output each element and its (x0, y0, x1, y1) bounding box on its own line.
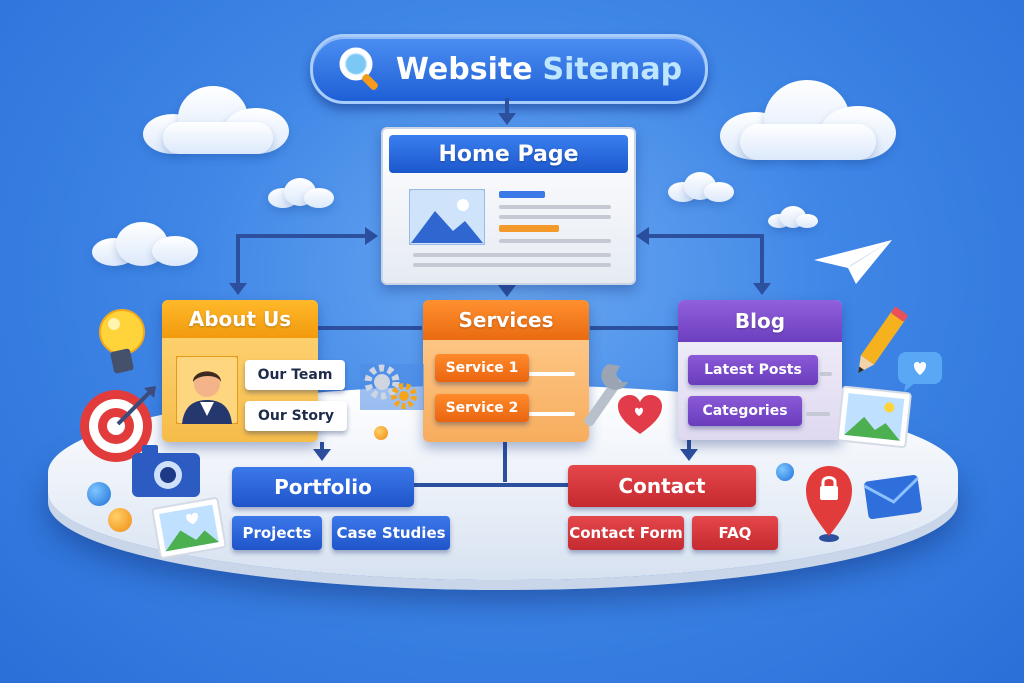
cloud-icon (92, 222, 198, 266)
about-us-header: About Us (162, 300, 318, 338)
text-line (820, 372, 832, 376)
magnifier-icon (339, 47, 378, 90)
about-us-label: About Us (188, 307, 292, 331)
arrow-head (365, 227, 378, 245)
arrow-head (680, 449, 698, 461)
cloud-icon (668, 172, 734, 202)
title-text-website: Website (395, 51, 533, 87)
about-us-card[interactable]: About Us (162, 300, 318, 442)
home-page-header: Home Page (389, 135, 628, 173)
connector-row (316, 326, 422, 330)
text-line (806, 412, 830, 416)
services-header: Services (423, 300, 589, 340)
gears-icon (360, 364, 424, 410)
arrow-head (498, 285, 516, 297)
orange-ball (374, 426, 388, 440)
contact-header[interactable]: Contact (568, 465, 756, 507)
arrow-head (753, 283, 771, 295)
text-line (523, 372, 575, 376)
paper-plane-icon (814, 240, 892, 284)
portfolio-header[interactable]: Portfolio (232, 467, 414, 507)
lightbulb-icon (99, 309, 145, 374)
arrow-head (498, 113, 516, 125)
photo-icon (151, 497, 227, 559)
case-studies-button[interactable]: Case Studies (332, 516, 450, 550)
service-1-button[interactable]: Service 1 (435, 354, 529, 382)
text-line (413, 253, 611, 257)
blog-label: Blog (734, 309, 786, 333)
cloud-icon (143, 86, 293, 156)
cloud-icon (268, 178, 334, 208)
service-2-button[interactable]: Service 2 (435, 394, 529, 422)
faq-button[interactable]: FAQ (692, 516, 778, 550)
cloud-icon (720, 80, 896, 162)
blue-ball (776, 463, 794, 481)
envelope-icon (863, 474, 922, 520)
cloud-icon (768, 206, 818, 228)
text-line (413, 263, 611, 267)
text-line (499, 215, 611, 219)
chat-heart-icon (898, 352, 942, 392)
heart-icon (618, 395, 662, 434)
title-pill: Website Sitemap (310, 34, 708, 104)
connector-blog-home (648, 234, 764, 238)
text-line (523, 412, 575, 416)
portfolio-label: Portfolio (274, 475, 372, 499)
target-icon (80, 386, 156, 462)
connector-row (590, 326, 678, 330)
text-line (499, 205, 611, 209)
home-page-label: Home Page (438, 141, 579, 167)
projects-button[interactable]: Projects (232, 516, 322, 550)
connector-about-portfolio (320, 442, 324, 450)
location-pin-icon (806, 466, 852, 542)
blue-ball (87, 482, 111, 506)
wrench-icon (584, 364, 628, 427)
landscape-photo-icon (409, 189, 485, 245)
pencil-icon (858, 307, 908, 374)
our-story-button[interactable]: Our Story (245, 401, 347, 431)
arrow-head (636, 227, 649, 245)
text-line (499, 191, 545, 198)
connector-about-home (236, 234, 366, 238)
contact-form-button[interactable]: Contact Form (568, 516, 684, 550)
services-label: Services (458, 308, 554, 332)
connector-portfolio-contact (412, 483, 570, 487)
avatar (176, 356, 238, 424)
arrow-head (229, 283, 247, 295)
connector-services-bottom (503, 442, 507, 482)
landscape-photo-icon (836, 386, 912, 449)
connector-about-home (236, 234, 240, 284)
text-line (499, 225, 559, 232)
connector-blog-contact (687, 440, 691, 450)
connector-title-home (505, 98, 509, 114)
orange-ball (108, 508, 132, 532)
connector-blog-home (760, 234, 764, 284)
latest-posts-button[interactable]: Latest Posts (688, 355, 818, 385)
home-page-card[interactable]: Home Page (381, 127, 636, 285)
contact-label: Contact (618, 474, 706, 498)
title-text-sitemap: Sitemap (542, 51, 683, 87)
arrow-head (313, 449, 331, 461)
blog-header: Blog (678, 300, 842, 342)
camera-icon (132, 445, 200, 497)
categories-button[interactable]: Categories (688, 396, 802, 426)
text-line (499, 239, 611, 243)
our-team-button[interactable]: Our Team (245, 360, 345, 390)
